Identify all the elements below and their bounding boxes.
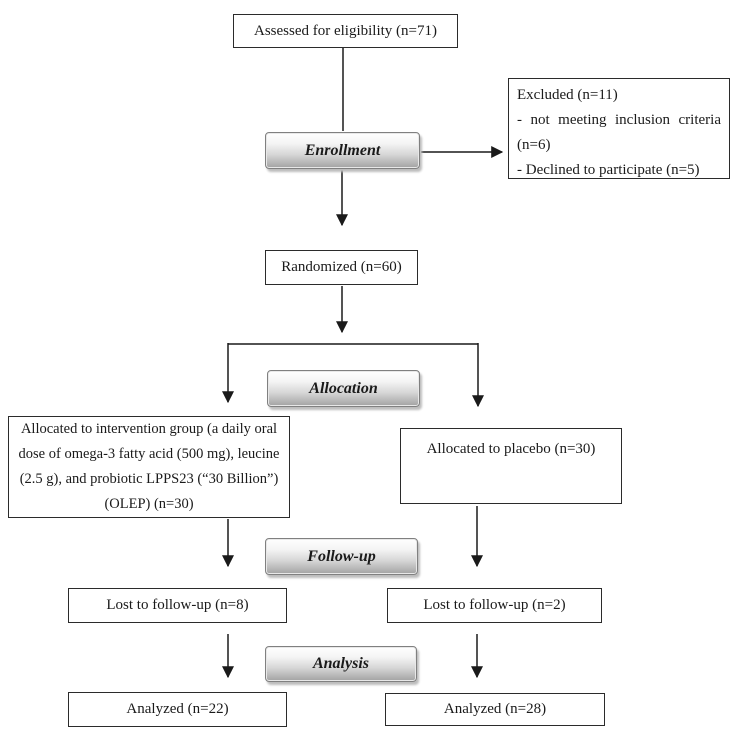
analyzed-intervention-box: Analyzed (n=22)	[68, 692, 287, 727]
placebo-group-label: Allocated to placebo (n=30)	[426, 441, 596, 457]
enrollment-phase-box: Enrollment	[265, 132, 420, 169]
lost-followup-intervention-label: Lost to follow-up (n=8)	[106, 597, 249, 614]
followup-phase-box: Follow-up	[265, 538, 418, 575]
assessed-eligibility-label: Assessed for eligibility (n=71)	[253, 22, 438, 39]
lost-followup-placebo-box: Lost to follow-up (n=2)	[387, 588, 602, 623]
lost-followup-placebo-label: Lost to follow-up (n=2)	[423, 597, 566, 614]
allocation-phase-label: Allocation	[309, 379, 378, 397]
analyzed-placebo-box: Analyzed (n=28)	[385, 693, 605, 726]
analyzed-placebo-label: Analyzed (n=28)	[443, 701, 547, 718]
allocation-phase-box: Allocation	[267, 370, 420, 407]
placebo-group-box: Allocated to placebo (n=30)	[400, 428, 622, 504]
randomized-label: Randomized (n=60)	[281, 259, 402, 276]
excluded-line-3: - Declined to participate (n=5)	[517, 162, 700, 178]
excluded-text: Excluded (n=11) - not meeting inclusion …	[517, 83, 721, 183]
analyzed-intervention-label: Analyzed (n=22)	[126, 701, 229, 718]
intervention-group-box: Allocated to intervention group (a daily…	[8, 416, 290, 518]
excluded-line-1: Excluded (n=11)	[517, 87, 618, 103]
randomized-box: Randomized (n=60)	[265, 250, 418, 285]
enrollment-phase-label: Enrollment	[304, 141, 381, 159]
excluded-line-2: - not meeting inclusion criteria (n=6)	[517, 112, 721, 153]
analysis-phase-box: Analysis	[265, 646, 417, 682]
lost-followup-intervention-box: Lost to follow-up (n=8)	[68, 588, 287, 623]
assessed-eligibility-box: Assessed for eligibility (n=71)	[233, 14, 458, 48]
excluded-box: Excluded (n=11) - not meeting inclusion …	[508, 78, 730, 179]
followup-phase-label: Follow-up	[307, 547, 376, 565]
intervention-group-label: Allocated to intervention group (a daily…	[18, 421, 280, 512]
analysis-phase-label: Analysis	[312, 655, 369, 672]
